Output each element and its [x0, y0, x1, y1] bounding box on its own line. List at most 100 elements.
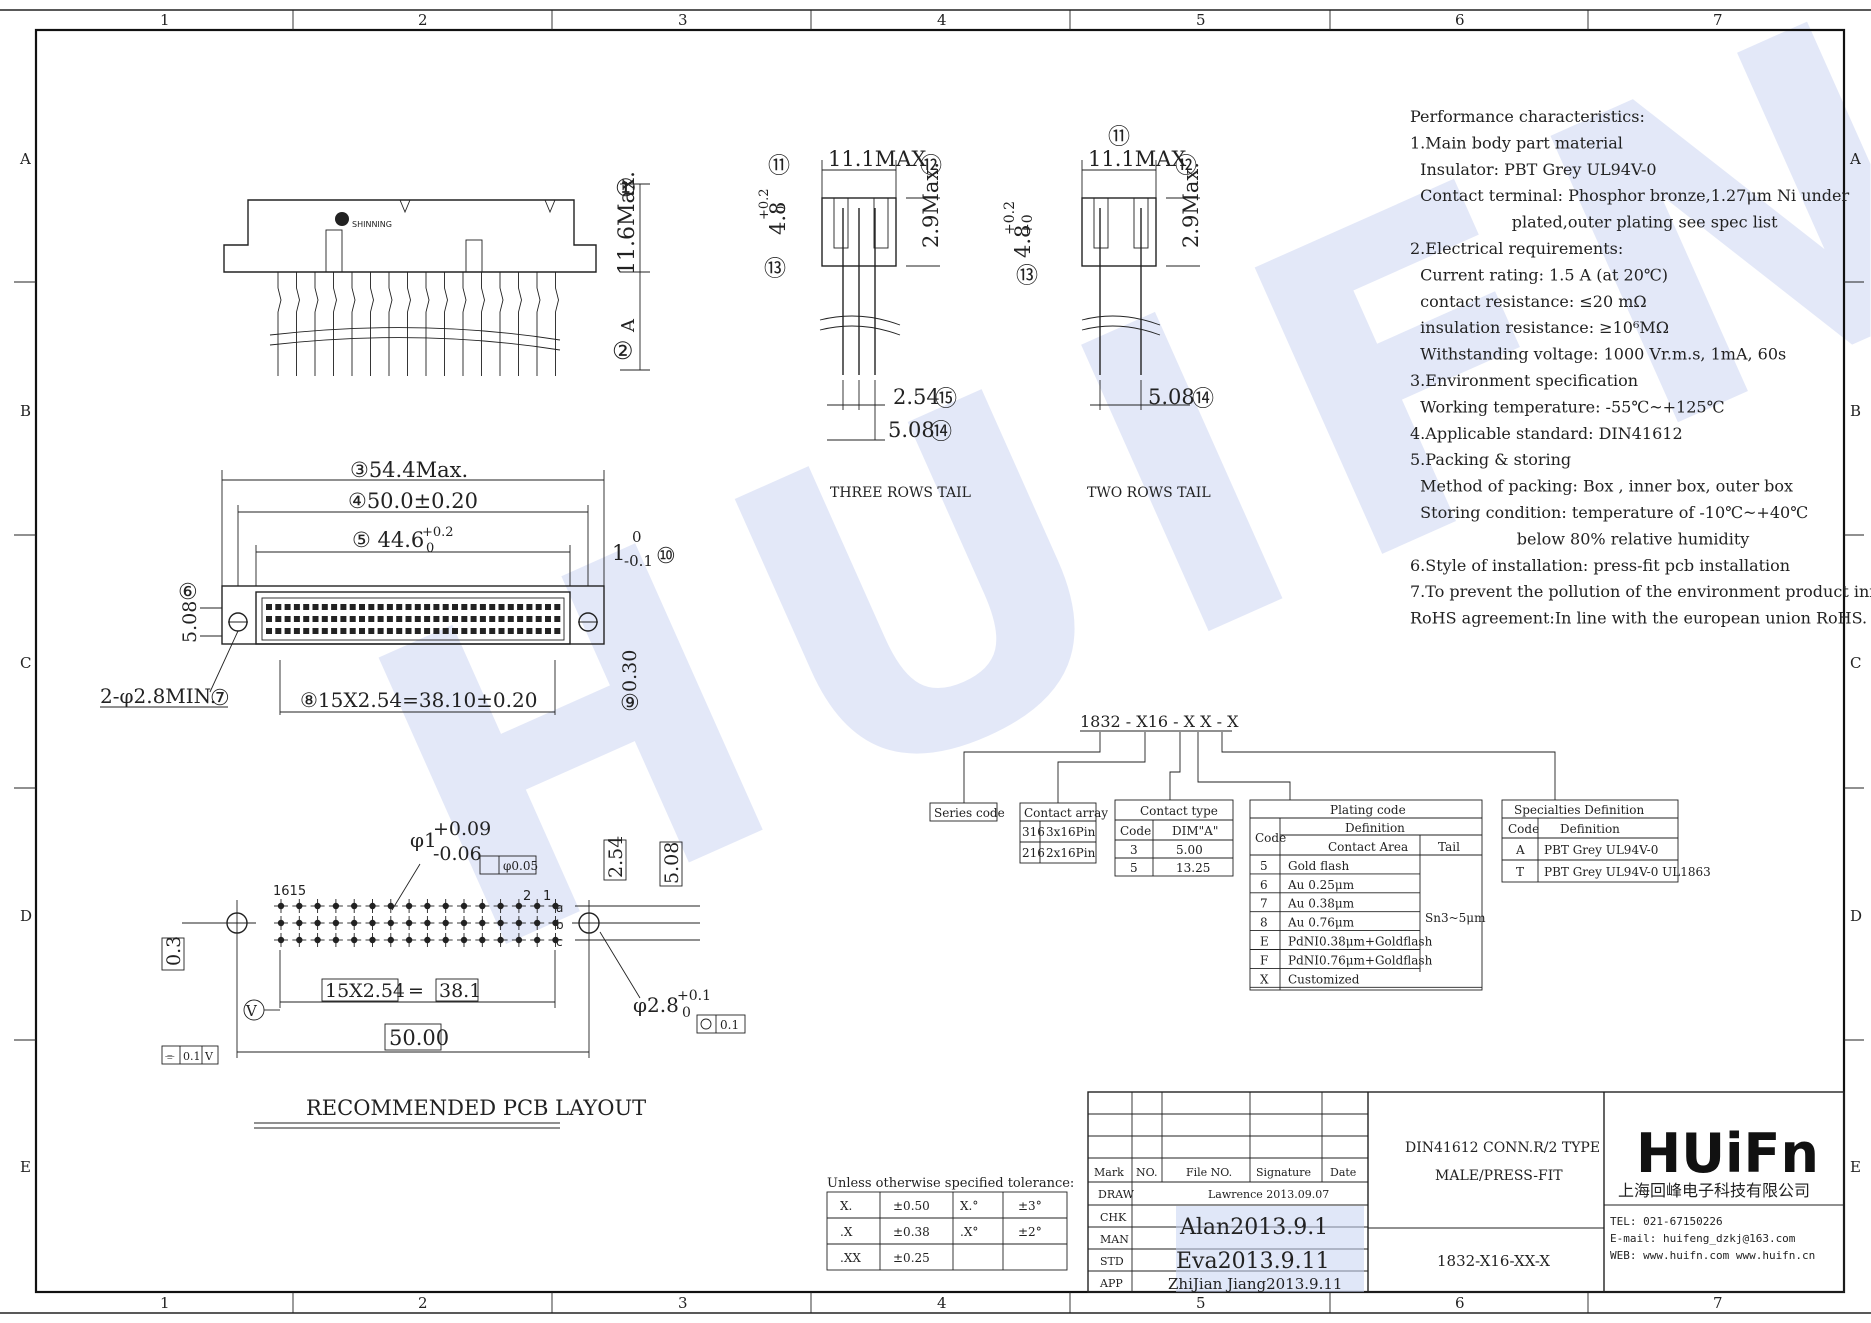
tol-r1-c4: ±3° — [1018, 1199, 1042, 1213]
tw-width: 11.1MAX — [1088, 147, 1186, 171]
front-view: ③54.4Max. ④50.0±0.20 ⑤ 44.6 +0.2 0 1 0 -… — [100, 458, 676, 716]
pcb-d03: 0.3 — [163, 936, 185, 966]
front-pin — [424, 628, 431, 634]
front-h: 5.08 — [179, 601, 201, 643]
ca-r1-def: 3x16Pin — [1046, 825, 1096, 839]
row-label-d-r: D — [1850, 907, 1862, 925]
sp-r1-def: PBT Grey UL94V-0 — [1544, 843, 1658, 857]
front-pin — [321, 628, 328, 634]
front-pin — [442, 616, 449, 622]
tb-company: 上海回峰电子科技有限公司 — [1618, 1181, 1810, 1200]
pcb-hole: φ1 — [410, 828, 437, 852]
pcb-flat-ref: V — [204, 1050, 214, 1063]
front-pin — [461, 604, 468, 610]
front-pin — [312, 628, 319, 634]
pcb-hole-dn: -0.06 — [433, 843, 482, 865]
front-pin — [442, 604, 449, 610]
front-pin — [535, 616, 542, 622]
front-pin — [405, 628, 412, 634]
front-hole: 2-φ2.8MIN. — [100, 684, 216, 708]
col-label-5b: 5 — [1196, 1294, 1206, 1312]
plating-def-head: Definition — [1345, 821, 1405, 835]
pcb-hole2-up: +0.1 — [677, 988, 711, 1004]
side-pin — [370, 272, 374, 376]
tr-pin-up: +0.2 — [757, 188, 772, 220]
tb-head-no: NO. — [1136, 1166, 1158, 1179]
plating-row-def: Au 0.38μm — [1287, 897, 1355, 911]
side-pin — [333, 272, 337, 376]
row-c: c — [556, 935, 563, 949]
tr-callout-13: ⑬ — [764, 257, 786, 282]
tb-role-draw: DRAW — [1098, 1188, 1135, 1201]
side-pin — [388, 272, 393, 376]
col-label-6: 6 — [1455, 11, 1465, 29]
front-pin — [386, 628, 393, 634]
pcb-title: RECOMMENDED PCB LAYOUT — [306, 1096, 646, 1120]
sp-r2-def: PBT Grey UL94V-0 UL1863 — [1544, 865, 1711, 879]
ct-r1-val: 5.00 — [1176, 843, 1203, 857]
front-pin — [293, 628, 300, 634]
front-pin — [396, 604, 403, 610]
tr-callout-15: ⑮ — [935, 387, 957, 412]
performance-characteristics: Performance characteristics:1.Main body … — [1410, 107, 1871, 628]
front-pin — [535, 604, 542, 610]
front-pin — [479, 628, 486, 634]
front-pin — [414, 616, 421, 622]
tw-height: 2.9Max. — [1179, 162, 1203, 248]
tb-head-date: Date — [1330, 1166, 1356, 1179]
front-pin — [535, 628, 542, 634]
row-label-c-r: C — [1850, 654, 1861, 672]
tb-tel: TEL: 021-67150226 — [1610, 1215, 1723, 1228]
tb-head-file: File NO. — [1186, 1166, 1232, 1179]
front-pin — [284, 616, 291, 622]
col-label-2b: 2 — [418, 1294, 428, 1312]
front-pin — [554, 628, 561, 634]
front-pin — [452, 604, 458, 610]
pcb-pitch-b: 38.1 — [439, 980, 481, 1002]
ct-r1-code: 3 — [1130, 843, 1138, 857]
front-pin — [386, 616, 393, 622]
front-pin — [507, 628, 514, 634]
tr-callout-12: ⑫ — [920, 154, 942, 179]
front-pin — [377, 628, 384, 634]
tb-web: WEB: www.huifn.com www.huifn.cn — [1610, 1249, 1815, 1262]
row-label-d: D — [20, 907, 32, 925]
plating-row-code: 8 — [1260, 916, 1268, 930]
front-pin — [321, 616, 328, 622]
front-d5-up: +0.2 — [422, 525, 454, 540]
plating-row-code: 5 — [1260, 859, 1268, 873]
perf-line: contact resistance: ≤20 mΩ — [1410, 292, 1647, 311]
col-label-7b: 7 — [1713, 1294, 1723, 1312]
front-pin — [461, 616, 468, 622]
side-pin — [351, 272, 356, 376]
front-pin — [386, 604, 393, 610]
front-pin — [507, 616, 514, 622]
front-pin — [368, 628, 375, 634]
contact-array-title: Contact array — [1024, 806, 1108, 820]
front-pin — [554, 604, 561, 610]
front-pin — [359, 616, 365, 622]
perf-line: 3.Environment specification — [1410, 371, 1638, 390]
front-pin — [517, 616, 524, 622]
perf-line: Current rating: 1.5 A (at 20℃) — [1410, 265, 1668, 284]
perf-line: Contact terminal: Phosphor bronze,1.27μm… — [1410, 186, 1850, 205]
front-c6: ⑥ — [178, 580, 198, 605]
row-label-b-r: B — [1850, 402, 1861, 420]
plating-area-head: Contact Area — [1328, 840, 1408, 854]
perf-line: Performance characteristics: — [1410, 107, 1645, 126]
col-label-2: 2 — [418, 11, 428, 29]
side-pin — [499, 272, 504, 376]
pcb-flat-tol: 0.1 — [183, 1050, 201, 1063]
tb-role-app: APP — [1099, 1277, 1123, 1290]
front-pin — [377, 616, 384, 622]
tw-callout-13: ⑬ — [1016, 264, 1038, 289]
plating-tail-val: Sn3~5μm — [1425, 911, 1486, 925]
front-pin — [312, 616, 319, 622]
side-pin — [481, 272, 485, 376]
perf-line: 5.Packing & storing — [1410, 450, 1571, 469]
front-pin — [266, 604, 272, 610]
tw-callout-14: ⑭ — [1192, 387, 1214, 412]
tb-role-std: STD — [1100, 1255, 1124, 1268]
